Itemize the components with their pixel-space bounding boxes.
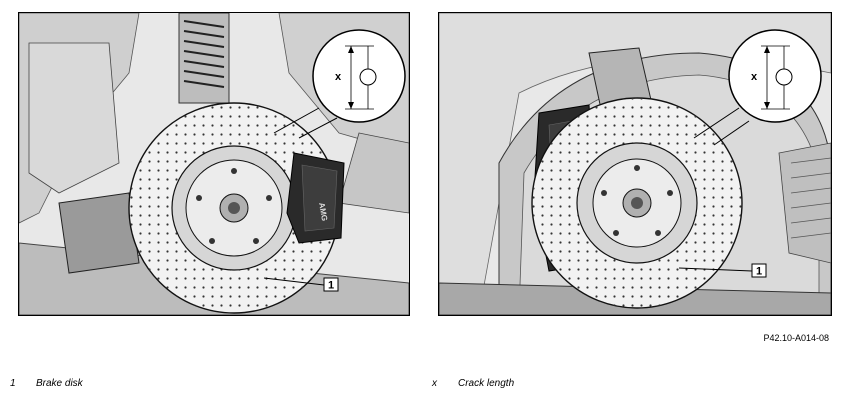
legend-item-brake-disk: 1 Brake disk (10, 378, 83, 389)
callout-1-box (751, 263, 767, 278)
caliper-brand-text: AMG (317, 202, 329, 222)
dimension-x-label: x (751, 71, 758, 83)
callout-1-label: 1 (328, 280, 334, 292)
callout-1-label: 1 (756, 266, 762, 278)
right-brake-illustration: AMG 1 (439, 13, 831, 315)
brake-disk (531, 97, 743, 309)
callout-1-box (323, 277, 339, 292)
legend-item-crack-length: x Crack length (432, 378, 514, 389)
right-illustration-panel: AMG 1 (438, 12, 832, 316)
coil-spring (183, 20, 225, 88)
crack-detail-magnifier: x (728, 29, 822, 123)
legend-text: Brake disk (36, 378, 83, 389)
brake-disk (128, 102, 340, 314)
legend-key: 1 (10, 378, 16, 389)
left-illustration-panel: AMG 1 x (18, 12, 410, 316)
crack-detail-magnifier: x (312, 29, 406, 123)
dimension-x-label: x (335, 71, 342, 83)
left-brake-illustration: AMG 1 x (19, 13, 409, 315)
grille-slats (790, 157, 831, 239)
brake-caliper: AMG (286, 152, 345, 244)
legend-key: x (432, 378, 437, 389)
figure-reference-code: P42.10-A014-08 (763, 333, 829, 343)
legend-text: Crack length (458, 378, 515, 389)
